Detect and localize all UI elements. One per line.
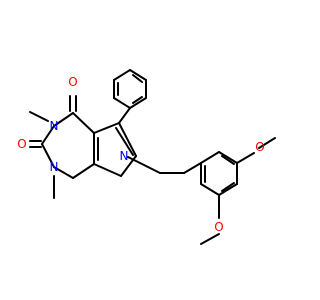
bond [41, 143, 55, 168]
bond [113, 97, 131, 109]
bond [53, 112, 74, 127]
bond [132, 74, 143, 83]
n1-nitrogen-label: N [50, 160, 59, 174]
pyrimidine-ring [41, 112, 95, 179]
n3-nitrogen-label: N [50, 119, 59, 133]
dimethoxyphenyl-ring [200, 151, 238, 196]
carbonyl-oxygen-top-label: O [68, 75, 77, 89]
bond [200, 183, 220, 196]
molecule-svg: O O N N N O O [17, 69, 276, 245]
bond [221, 155, 235, 165]
methoxy-bond [236, 152, 255, 164]
methoxy-bond [200, 233, 220, 245]
ethyl-bond [183, 162, 202, 174]
bond [132, 96, 143, 104]
bond [118, 122, 137, 157]
bond [221, 182, 235, 192]
bond [200, 151, 220, 164]
pyrrole-ring [93, 122, 137, 177]
molecule-structure-diagram: O O N N N O O [17, 69, 276, 245]
pyrrole-nitrogen-label: N [120, 149, 129, 163]
bond [129, 97, 147, 109]
carbonyl-oxygen-left-label: O [17, 137, 26, 151]
bond [93, 163, 122, 177]
bond [72, 112, 95, 134]
bond [113, 69, 131, 81]
phenyl-attachment-bond [118, 107, 131, 124]
bond [93, 122, 120, 134]
bond [129, 69, 147, 81]
methoxy-oxygen-meta-label: O [214, 220, 223, 234]
methoxy-bond [258, 137, 276, 149]
bond [72, 163, 95, 179]
bond [53, 166, 74, 179]
methyl-bond-n3 [29, 111, 49, 122]
methoxy-oxygen-para-label: O [255, 140, 264, 154]
ethyl-bond [127, 156, 161, 174]
bond [41, 125, 55, 145]
bond [218, 183, 238, 196]
bond [115, 127, 134, 156]
bond [218, 151, 238, 164]
phenyl-ring [113, 69, 147, 109]
